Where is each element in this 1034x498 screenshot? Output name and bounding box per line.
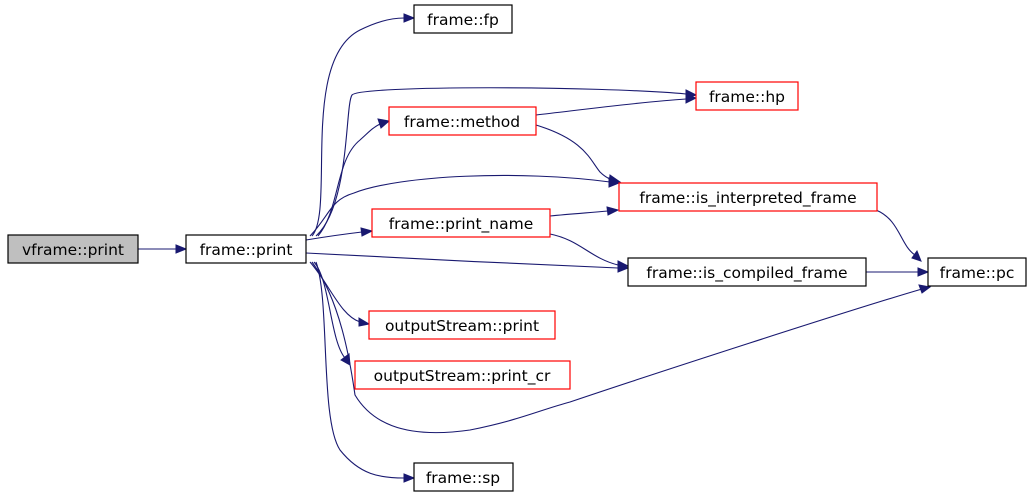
node-vframe-print[interactable]: vframe::print — [7, 234, 139, 264]
edge-frame-print-to-is-compiled — [305, 252, 619, 269]
edge-frame-print-to-sp — [315, 261, 405, 479]
edge-print-name-to-is-compiled — [549, 233, 619, 266]
edge-frame-print-to-hp — [315, 87, 687, 237]
edge-method-to-is-interpreted — [535, 124, 613, 181]
arrowhead — [918, 284, 932, 294]
arrowhead — [175, 244, 188, 254]
arrowhead — [911, 249, 922, 262]
node-frame-sp[interactable]: frame::sp — [413, 462, 514, 492]
edge-frame-print-to-is-interpreted — [309, 174, 611, 237]
edge-frame-print-to-fp — [311, 17, 405, 237]
node-frame-print[interactable]: frame::print — [185, 234, 307, 264]
arrowhead — [608, 177, 621, 188]
arrowhead — [403, 473, 416, 483]
arrowhead — [617, 263, 630, 273]
node-frame-print-name[interactable]: frame::print_name — [371, 208, 551, 238]
node-frame-pc[interactable]: frame::pc — [927, 257, 1027, 287]
edge-frame-print-to-os-print — [309, 261, 361, 323]
edge-is-interpreted-to-pc — [875, 209, 916, 256]
node-label: frame::is_compiled_frame — [646, 264, 847, 283]
node-outputstream-print-cr[interactable]: outputStream::print_cr — [354, 360, 571, 390]
arrowhead — [403, 13, 416, 23]
arrowhead — [917, 267, 930, 277]
node-outputstream-print[interactable]: outputStream::print — [368, 310, 556, 340]
node-label: frame::method — [404, 113, 520, 131]
node-frame-hp[interactable]: frame::hp — [695, 81, 799, 111]
arrowhead — [377, 118, 391, 129]
node-label: frame::sp — [426, 469, 500, 487]
node-frame-method[interactable]: frame::method — [388, 106, 537, 136]
edge-method-to-hp — [535, 98, 687, 116]
node-label: outputStream::print — [385, 317, 539, 335]
edges — [138, 13, 932, 483]
edge-frame-print-to-os-print-cr — [313, 261, 346, 359]
node-frame-is-compiled-frame[interactable]: frame::is_compiled_frame — [627, 257, 867, 287]
node-label: frame::pc — [940, 264, 1015, 282]
arrowhead — [360, 227, 374, 237]
node-frame-fp[interactable]: frame::fp — [413, 4, 513, 34]
node-label: frame::is_interpreted_frame — [639, 189, 856, 208]
arrowhead — [606, 206, 620, 216]
node-frame-is-interpreted-frame[interactable]: frame::is_interpreted_frame — [618, 182, 878, 212]
node-label: frame::hp — [709, 88, 785, 106]
node-label: frame::print_name — [389, 215, 534, 234]
node-label: frame::print — [200, 241, 293, 259]
arrowhead — [685, 94, 698, 104]
edge-frame-print-to-print-name — [305, 231, 363, 241]
node-label: outputStream::print_cr — [374, 367, 551, 386]
edge-frame-print-to-method — [317, 123, 381, 237]
node-label: frame::fp — [427, 11, 499, 29]
edge-print-name-to-is-interpreted — [549, 210, 609, 217]
edge-frame-print-to-pc — [311, 261, 923, 434]
arrowhead — [358, 317, 371, 327]
node-label: vframe::print — [22, 241, 124, 259]
